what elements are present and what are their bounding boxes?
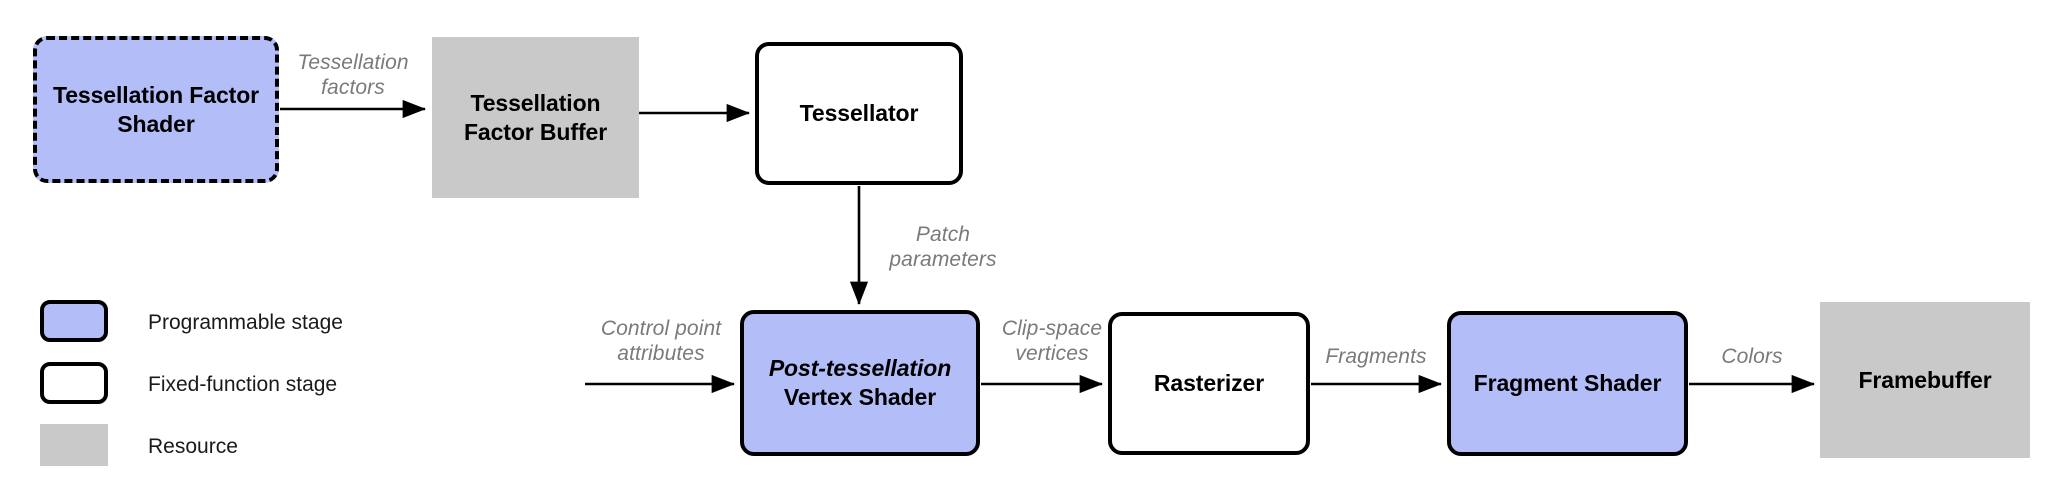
edge-label-clip-space-vertices: Clip-space vertices <box>1001 317 1103 366</box>
node-rasterizer[interactable]: Rasterizer <box>1108 312 1310 455</box>
node-post-tessellation-vertex-shader-line2: Vertex Shader <box>783 384 937 410</box>
legend-label-resource: Resource <box>148 435 238 458</box>
node-post-tessellation-vertex-shader[interactable]: Post-tessellation Vertex Shader <box>740 310 980 456</box>
node-tessellation-factor-buffer[interactable]: Tessellation Factor Buffer <box>432 37 639 198</box>
legend-item-resource: Resource <box>40 424 370 470</box>
node-framebuffer-line1: Framebuffer <box>1858 366 1992 393</box>
node-framebuffer[interactable]: Framebuffer <box>1820 302 2030 458</box>
edge-label-colors: Colors <box>1721 345 1783 368</box>
node-tessellation-factor-shader-line1: Tessellation Factor <box>52 81 259 108</box>
node-tessellation-factor-buffer-line1: Tessellation <box>470 89 601 116</box>
node-rasterizer-line1: Rasterizer <box>1153 370 1265 397</box>
node-tessellation-factor-shader[interactable]: Tessellation Factor Shader <box>33 36 279 183</box>
legend-label-programmable-stage: Programmable stage <box>148 311 343 334</box>
node-fragment-shader-line1: Fragment Shader <box>1473 370 1662 397</box>
node-tessellation-factor-shader-line2: Shader <box>117 110 195 137</box>
node-tessellator[interactable]: Tessellator <box>755 42 963 185</box>
legend-label-fixed-function-stage: Fixed-function stage <box>148 373 338 396</box>
legend-item-programmable-stage: Programmable stage <box>40 300 370 346</box>
node-tessellator-line1: Tessellator <box>799 100 919 127</box>
legend-swatch-programmable-stage <box>40 300 108 342</box>
legend-swatch-fixed-function-stage <box>40 362 108 404</box>
edge-label-fragments: Fragments <box>1325 345 1427 368</box>
legend: Programmable stage Fixed-function stage … <box>40 300 370 486</box>
legend-item-fixed-function-stage: Fixed-function stage <box>40 362 370 408</box>
node-fragment-shader[interactable]: Fragment Shader <box>1447 311 1688 456</box>
node-post-tessellation-vertex-shader-line1: Post-tessellation <box>768 355 952 382</box>
edge-label-patch-parameters: Patch parameters <box>889 223 997 272</box>
legend-swatch-resource <box>40 424 108 466</box>
node-tessellation-factor-buffer-line2: Factor Buffer <box>463 118 608 145</box>
edge-label-control-point-attributes: Control point attributes <box>600 317 722 366</box>
edge-label-tessellation-factors: Tessellation factors <box>297 51 409 100</box>
